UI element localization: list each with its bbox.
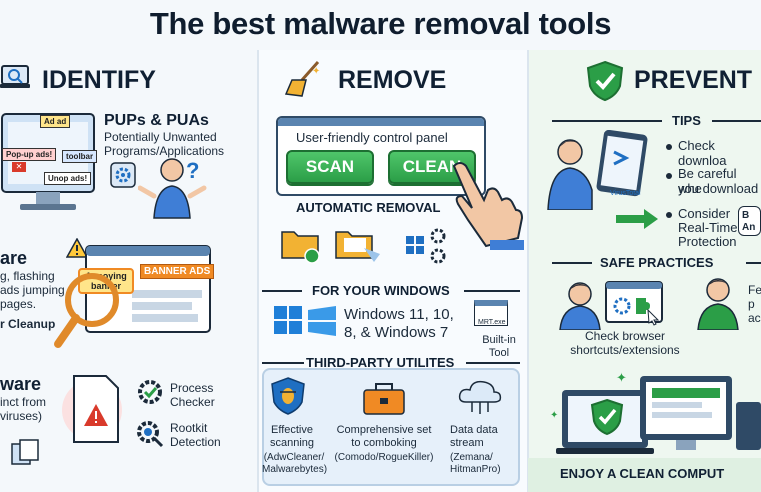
tip-text: Consider [678, 206, 731, 221]
remove-heading: REMOVE [338, 66, 447, 94]
folder-cleaning-icon [334, 224, 384, 269]
devices-icon [556, 372, 761, 463]
banner-ads: BANNER ADS [140, 264, 215, 279]
bullet [666, 212, 672, 218]
malware-title: ware [0, 374, 42, 394]
person-avatar-icon [558, 278, 604, 335]
realtime-badge: B An [738, 206, 761, 236]
tip-text: you download [678, 181, 759, 196]
divider [257, 50, 259, 492]
shield-bug-icon [270, 376, 306, 421]
builtin-tool-label: Built-in Tool [482, 334, 516, 359]
panel-titlebar [278, 118, 484, 126]
popup-ad: Ad ad [40, 115, 71, 128]
utility-detail: (Comodo/RogueKiller) [334, 452, 434, 463]
confused-person-icon [137, 150, 208, 225]
question-mark-icon: ? [186, 158, 200, 183]
shield-check-icon [590, 398, 624, 441]
magnifier-icon [52, 270, 124, 355]
infected-file-icon [62, 368, 126, 457]
panel-title: User-friendly control panel [296, 130, 448, 145]
popup-ad: Unop ads! [44, 172, 92, 185]
windows-versions: Windows 11, 10, [344, 306, 454, 323]
apps-gear-icon [404, 226, 450, 271]
utility-detail: (AdwCleaner/ Malwarebytes) [262, 452, 328, 475]
browser-extension-icon [604, 280, 666, 331]
scan-button[interactable]: SCAN [286, 150, 374, 184]
files-icon [10, 438, 40, 471]
check-browser-label: Check browser shortcuts/extensions [570, 329, 680, 357]
malware-description: viruses) [0, 409, 43, 423]
divider [262, 290, 302, 292]
utility-detail: (Zemana/ HitmanPro) [450, 452, 501, 475]
process-checker-icon [136, 378, 164, 411]
mrt-window-icon [474, 300, 508, 326]
mrt-label: MRT.exe [478, 319, 506, 326]
laptop-search-icon [0, 62, 34, 101]
pups-title: PUPs & PUAs [104, 112, 209, 129]
adware-title: are [0, 248, 28, 268]
divider [712, 120, 761, 122]
rootkit-detection-label: Rootkit Detection [170, 421, 221, 449]
popup-ad: toolbar [62, 150, 98, 163]
sparkle-icon: ✦ [550, 410, 559, 421]
gear-icon [110, 162, 136, 193]
footer-band [528, 458, 761, 492]
rootkit-detection-icon [136, 420, 164, 453]
popup-ad: Pop-up ads! [2, 148, 57, 161]
process-checker-label: Process Checker [170, 381, 215, 409]
automatic-removal-heading: AUTOMATIC REMOVAL [296, 200, 441, 215]
tip-text: Real-Time [678, 220, 738, 235]
fe-text: Fe p ac [748, 284, 761, 325]
sparkle-icon: ✦ [616, 370, 627, 385]
utility-name: Data data stream [450, 424, 498, 449]
tips-heading: TIPS [672, 113, 701, 128]
tip-text: Be careful whe [678, 166, 737, 196]
page-title: The best malware removal tools [149, 6, 612, 41]
toolbox-icon [362, 382, 406, 421]
tip-text: Protection [678, 234, 737, 249]
adware-description: pages. [0, 297, 37, 311]
virustotal-label: VirusTotal [610, 190, 641, 197]
clean-button[interactable]: CLEAN [388, 150, 476, 184]
arrow-right-icon [614, 208, 660, 235]
utility-name: Comprehensive set to comboking [336, 424, 432, 449]
divider [464, 290, 520, 292]
folder-icon [280, 224, 322, 269]
for-windows-heading: FOR YOUR WINDOWS [312, 283, 450, 298]
divider [527, 50, 529, 492]
annoying-banner: Annoying banner [78, 268, 134, 294]
bullet [666, 173, 672, 179]
prevent-heading: PREVENT [634, 66, 753, 94]
broom-icon: ✦ [284, 58, 324, 103]
adware-description: ads jumping [0, 283, 65, 297]
hand-pointer-icon [446, 160, 526, 255]
warning-icon [65, 237, 89, 263]
close-icon: ✕ [12, 162, 26, 172]
bullet [666, 144, 672, 150]
divider [552, 262, 592, 264]
windows-versions: 8, & Windows 7 [344, 324, 449, 341]
tip-text: Check downloa [678, 138, 727, 168]
windows-logo-icon [274, 306, 336, 343]
svg-text:✦: ✦ [312, 66, 320, 77]
person-avatar-icon [696, 274, 742, 335]
divider [262, 362, 304, 364]
shield-check-icon [586, 60, 624, 107]
adware-tool: r Cleanup [0, 317, 56, 331]
enjoy-label: ENJOY A CLEAN COMPUT [560, 466, 725, 481]
malware-description: inct from [0, 395, 47, 409]
identify-heading: IDENTIFY [42, 66, 156, 94]
utility-name: Effective scanning [269, 424, 315, 449]
safe-practices-heading: SAFE PRACTICES [600, 255, 714, 270]
divider [746, 262, 761, 264]
adware-description: g, flashing [0, 269, 55, 283]
cloud-network-icon [456, 378, 504, 423]
person-tablet-icon [546, 129, 650, 215]
divider [552, 120, 662, 122]
divider [466, 362, 520, 364]
pups-description: Potentially Unwanted Programs/Applicatio… [104, 130, 225, 158]
third-party-heading: THIRD-PARTY UTILITES [306, 355, 455, 370]
